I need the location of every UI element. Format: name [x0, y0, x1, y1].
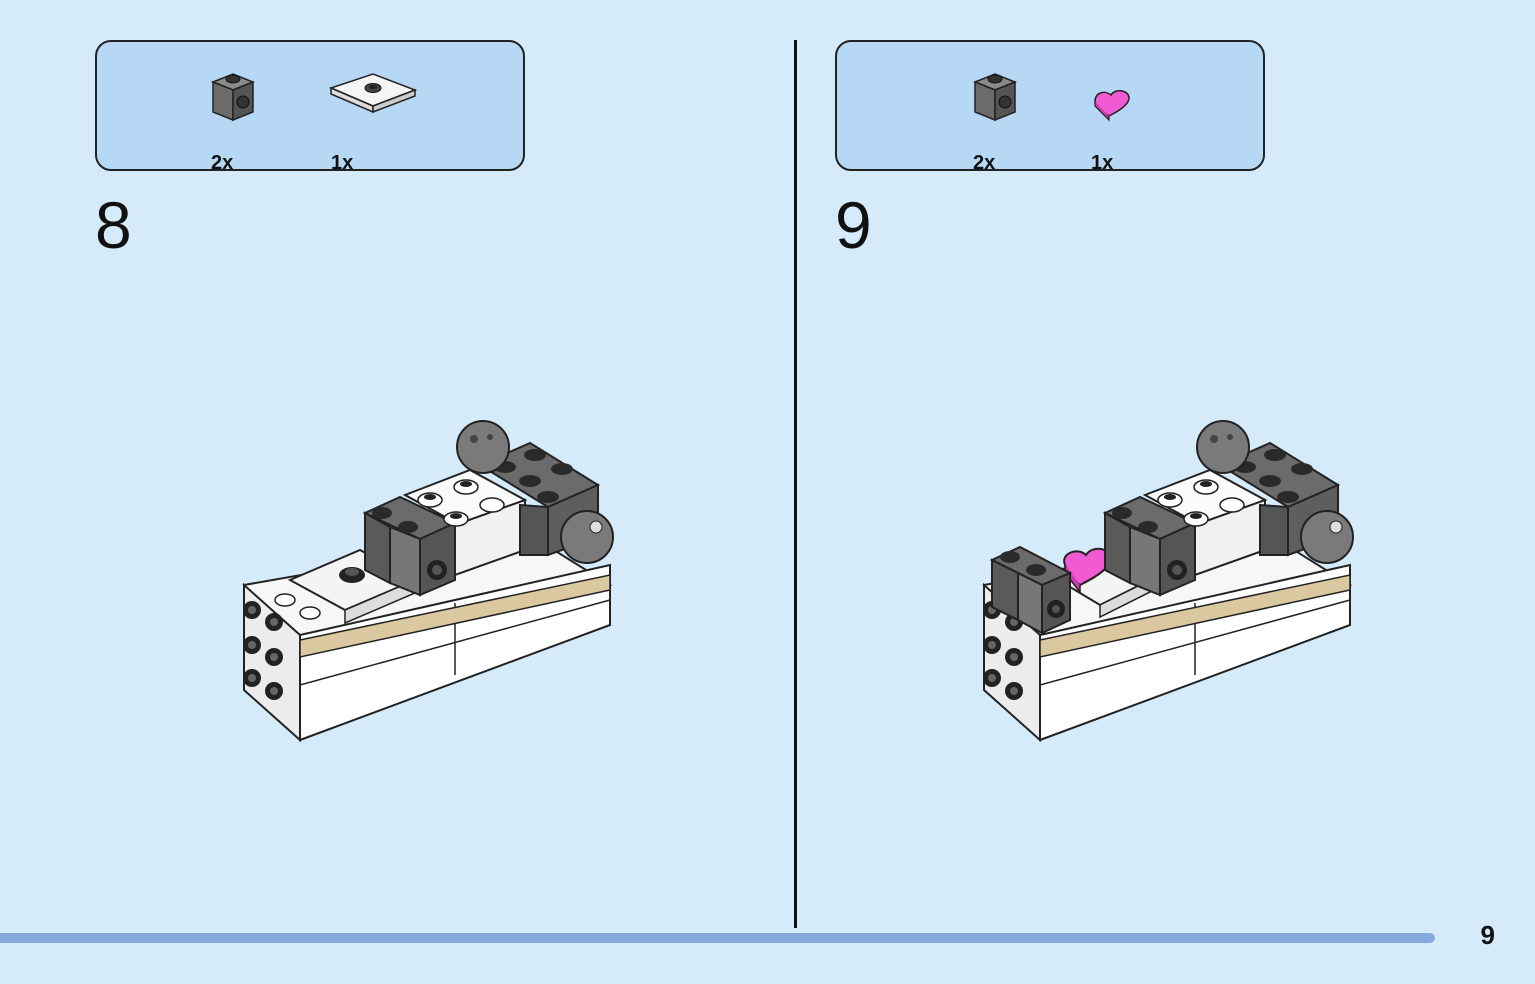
- step-divider: [794, 40, 797, 928]
- page-number: 9: [1480, 920, 1495, 950]
- step-number: 9: [835, 188, 872, 262]
- pink-heart-tile-icon: [1094, 90, 1130, 122]
- parts-callout-box: 2x 1x: [835, 40, 1265, 174]
- step-9: 2x 1x 9: [740, 0, 1500, 930]
- step-8: 2x 1x 8: [0, 0, 760, 930]
- model-assembly-image: [982, 420, 1354, 743]
- part-count: 2x: [211, 152, 234, 174]
- part-count: 1x: [331, 152, 354, 174]
- dark-gray-brick-icon: [210, 73, 256, 122]
- model-assembly-image: [242, 420, 614, 743]
- progress-bar: [0, 933, 1435, 943]
- white-plate-icon: [329, 73, 418, 114]
- part-item: 1x: [329, 68, 419, 174]
- part-count: 2x: [973, 152, 996, 174]
- part-item: 1x: [1091, 68, 1181, 174]
- part-item: 2x: [967, 68, 1057, 174]
- dark-gray-brick-icon: [972, 73, 1018, 122]
- part-item: 2x: [205, 68, 295, 174]
- progress-fill: [0, 933, 1435, 943]
- parts-callout-box: 2x 1x: [95, 40, 525, 174]
- step-number: 8: [95, 188, 132, 262]
- part-count: 1x: [1091, 152, 1114, 174]
